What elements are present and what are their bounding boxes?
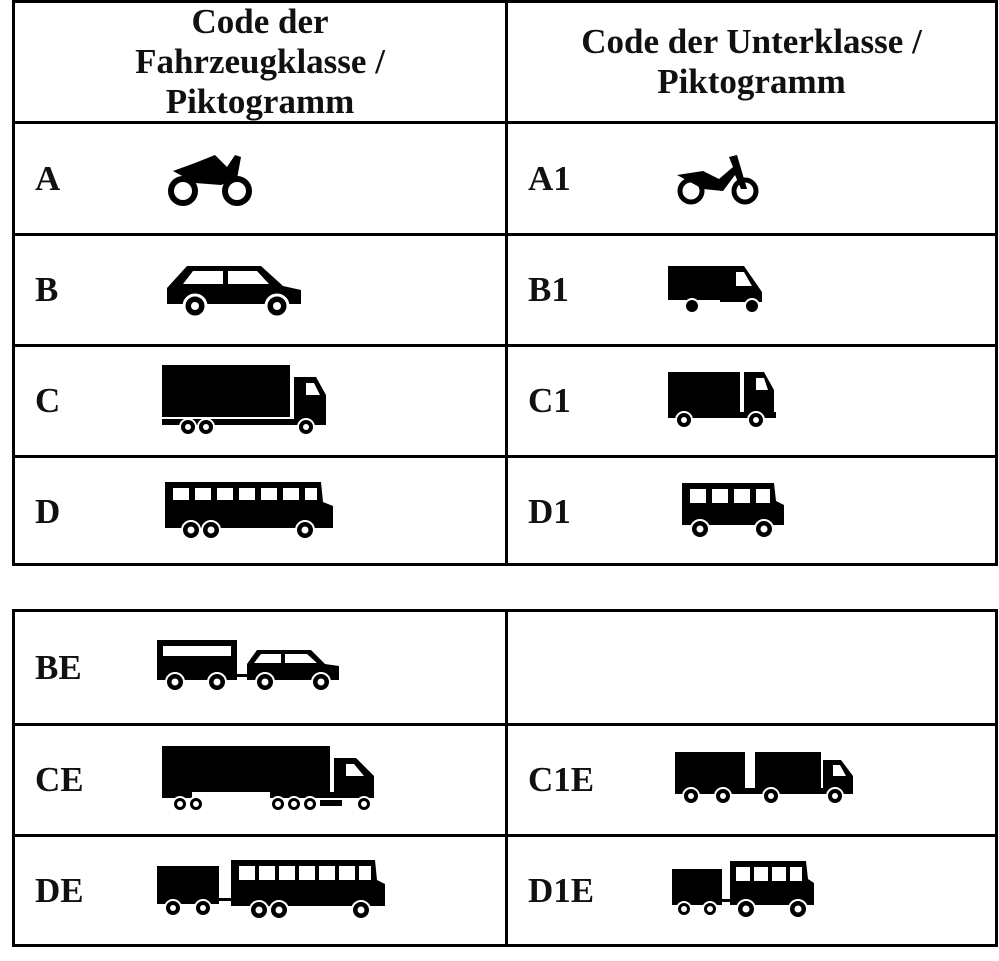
motorcycle-icon <box>168 154 252 206</box>
class-cell-ce: CE <box>15 726 505 834</box>
small-truck-icon <box>668 372 776 429</box>
bus-with-trailer-icon <box>157 859 385 920</box>
class-code: BE <box>35 647 82 687</box>
class-cell-be: BE <box>15 612 505 723</box>
minibus-icon <box>682 483 784 539</box>
class-cell-de: DE <box>15 837 505 944</box>
class-code: C <box>35 381 61 420</box>
articulated-truck-icon <box>162 746 374 812</box>
minibus-with-trailer-icon <box>672 860 814 919</box>
subclass-cell-a1: A1 <box>505 124 995 233</box>
subclass-code: D1E <box>528 870 595 910</box>
class-code: CE <box>35 760 84 799</box>
subclass-code: A1 <box>528 158 571 198</box>
header-subclass-column: Code der Unterklasse / Piktogramm <box>505 3 995 121</box>
subclass-code: C1E <box>528 760 595 799</box>
car-with-trailer-icon <box>157 639 339 692</box>
class-code: A <box>35 158 61 198</box>
header-class-column: Code der Fahrzeugklasse / Piktogramm <box>135 2 385 121</box>
light-motorcycle-icon <box>677 154 759 204</box>
class-cell-b: B <box>15 236 505 344</box>
subclass-cell-b1: B1 <box>505 236 995 344</box>
class-code: DE <box>35 870 84 910</box>
class-code: B <box>35 270 59 309</box>
car-icon <box>167 266 301 319</box>
subclass-cell-c1: C1 <box>505 347 995 455</box>
subclass-cell-c1e: C1E <box>505 726 995 834</box>
trailer-class-table: BE CE C1E DE D1E <box>12 609 998 947</box>
class-cell-d: D <box>15 458 505 566</box>
vehicle-class-table: Code der Fahrzeugklasse / Piktogramm Cod… <box>12 0 998 566</box>
class-cell-a: A <box>15 124 505 233</box>
bus-icon <box>165 482 333 540</box>
subclass-cell-d1: D1 <box>505 458 995 566</box>
three-wheeler-van-icon <box>668 266 762 314</box>
subclass-code: B1 <box>528 270 569 309</box>
subclass-cell-empty <box>505 612 995 723</box>
subclass-cell-d1e: D1E <box>505 837 995 944</box>
subclass-code: C1 <box>528 381 571 420</box>
truck-icon <box>162 365 326 436</box>
small-truck-with-trailer-icon <box>675 752 853 805</box>
class-cell-c: C <box>15 347 505 455</box>
subclass-code: D1 <box>528 492 571 531</box>
class-code: D <box>35 492 61 531</box>
